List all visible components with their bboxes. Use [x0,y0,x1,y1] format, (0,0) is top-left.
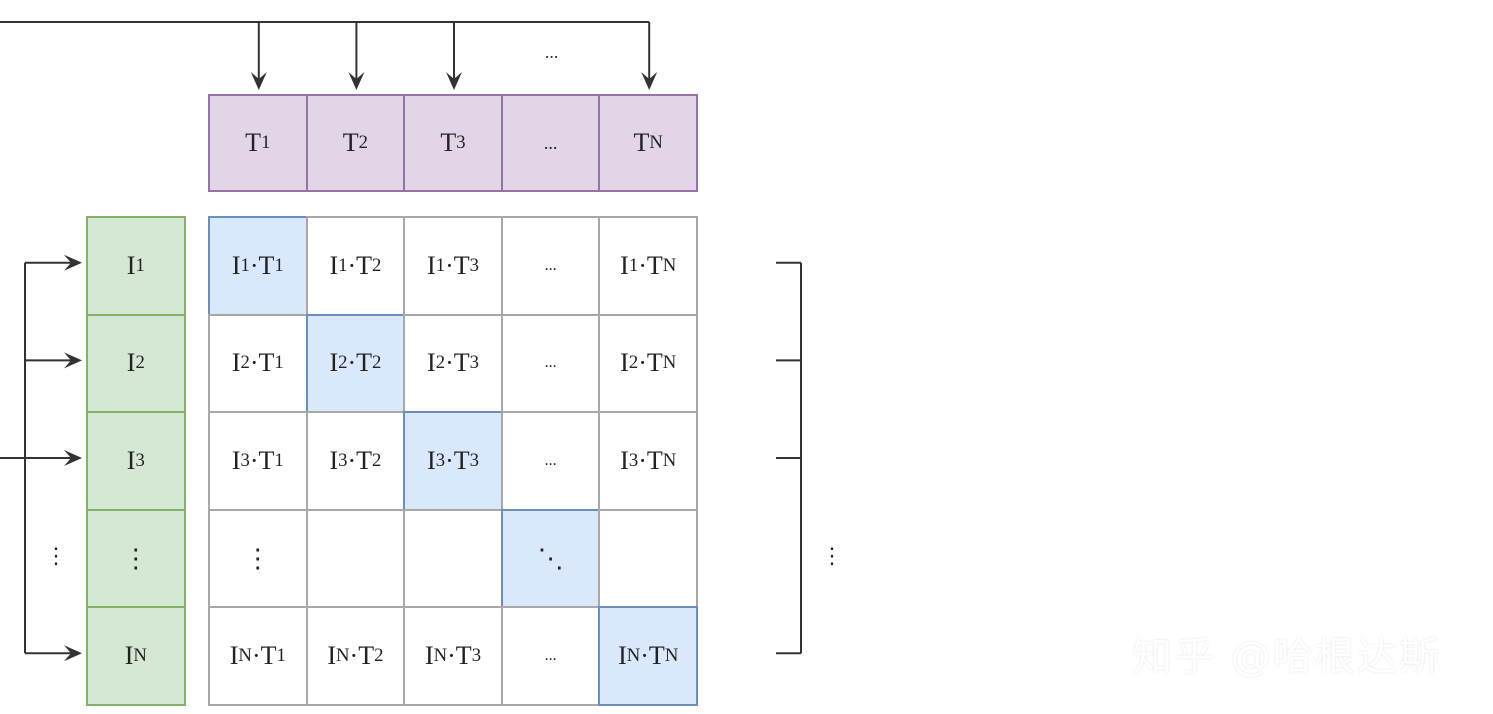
side-ellipsis: ⋮ [821,542,843,568]
header-ellipsis: ... [545,42,559,62]
image-encoding-cell: ⋮ [86,508,186,609]
arrowhead-icon [64,352,82,369]
similarity-cell: ... [500,606,601,706]
similarity-cell: ⋮ [208,508,308,609]
similarity-cell: ... [500,313,601,414]
text-encoding-cell: ... [500,94,601,192]
column-wise-panel: ...⋮T1T2T3...TNI1I2I3⋮INI1·T1I1·T2I1·T3.… [86,0,1493,714]
similarity-cell: ⋱ [500,508,601,609]
arrowhead-icon [64,254,82,271]
watermark: 知乎 @哈根达斯 [1132,634,1441,680]
arrowhead-icon [641,72,658,90]
arrowhead-icon [348,72,365,90]
arrowhead-icon [64,450,82,466]
similarity-cell [305,508,406,609]
connector-layer: ... [776,261,802,655]
softmax-arrow-layer [776,0,1493,714]
similarity-cell [598,508,698,609]
side-ellipsis: ⋮ [45,542,67,568]
similarity-cell: ... [500,411,601,511]
similarity-cell [403,508,503,609]
arrowhead-icon [446,72,462,90]
arrowhead-icon [64,645,82,662]
arrowhead-icon [250,72,267,90]
similarity-cell: ... [500,216,601,316]
